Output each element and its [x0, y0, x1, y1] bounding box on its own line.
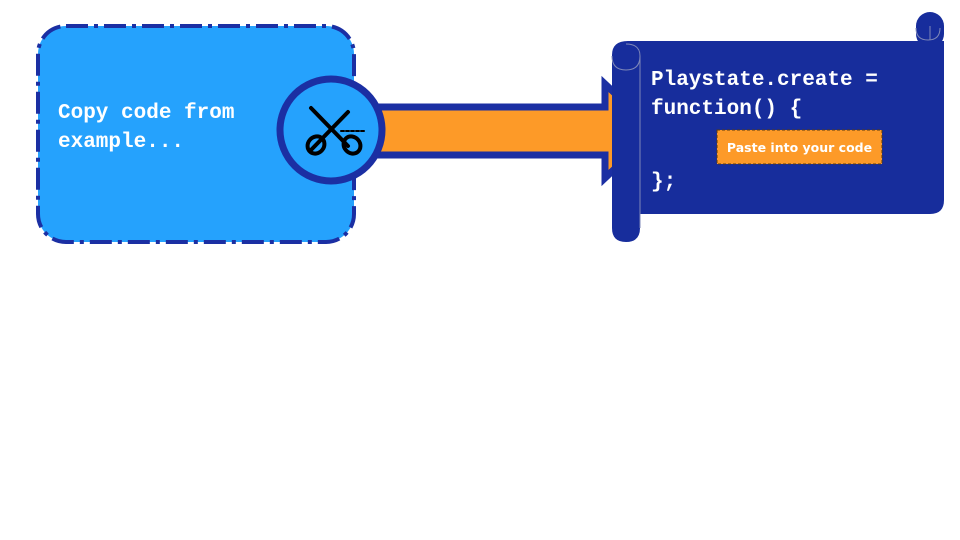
paste-placeholder-box	[716, 129, 883, 165]
code-scroll: Playstate.create = function() { };	[611, 12, 944, 242]
paste-placeholder-label: Paste into your code	[727, 140, 872, 155]
scissors-badge	[276, 75, 386, 185]
copy-code-text-line1: Copy code from	[58, 102, 234, 125]
scroll-curl-line-left	[611, 55, 641, 228]
paste-placeholder: Paste into your code	[716, 129, 883, 165]
code-closing: };	[651, 171, 676, 194]
copy-code-text-line2: example...	[58, 131, 184, 154]
scissors-icon	[305, 106, 365, 156]
code-line2: function() {	[651, 98, 802, 121]
scroll-curl-line-top	[915, 27, 941, 41]
code-line1: Playstate.create =	[651, 69, 878, 92]
